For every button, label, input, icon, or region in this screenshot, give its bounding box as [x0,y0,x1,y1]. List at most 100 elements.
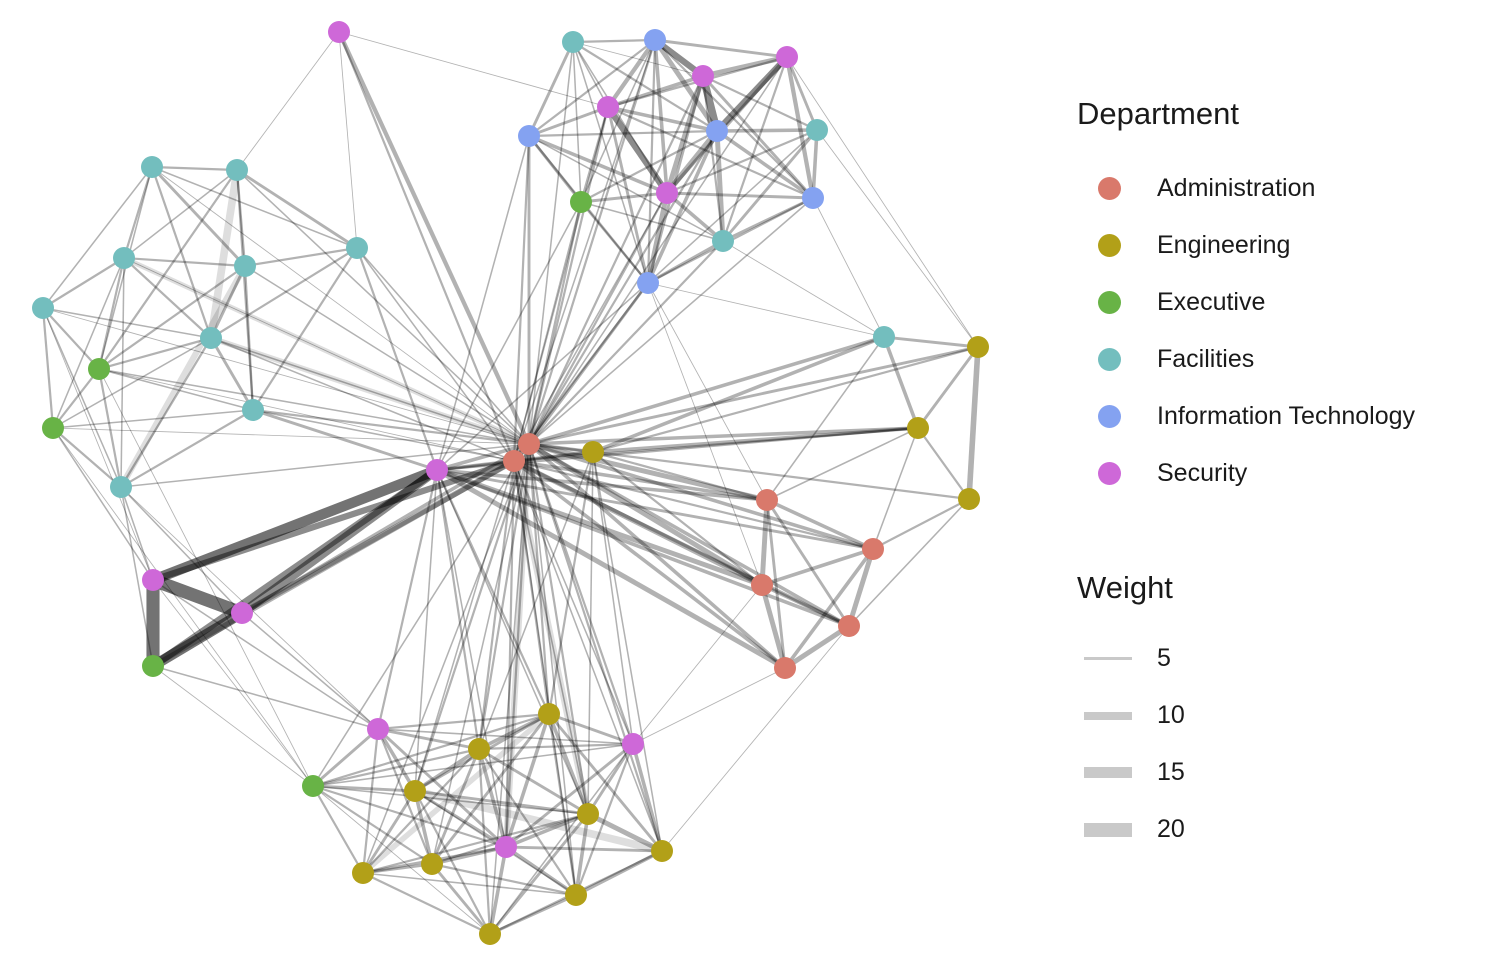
graph-edge [785,56,819,131]
graph-edge [592,451,634,745]
edges-layer [41,31,981,936]
graph-edge [122,166,154,259]
graph-edge [436,468,768,502]
graph-edge [338,31,609,108]
graph-edge [98,368,254,411]
graph-edge [478,451,594,750]
graph-edge [209,337,255,411]
graph-edge [586,811,664,854]
legend-item-information-technology: Information Technology [1075,388,1495,445]
graph-edge [98,368,515,462]
graph-edge [120,486,154,581]
graph-edge [477,443,531,750]
graph-edge [362,862,433,875]
graph-edge [665,55,789,195]
graph-edge [513,460,577,896]
graph-edge [666,128,818,195]
graph-node-engineering [967,336,989,358]
graph-edge [478,748,577,896]
graph-edge [337,31,531,445]
graph-edge [120,443,530,488]
graph-edge [547,713,578,896]
graph-edge [477,748,508,848]
weight-bar-swatch [1084,767,1132,778]
graph-edge [527,443,635,745]
graph-node-administration [756,489,778,511]
graph-edge [653,39,669,194]
graph-edge [312,784,416,793]
graph-edge [528,41,574,445]
graph-edge [338,31,358,249]
graph-node-facilities [141,156,163,178]
graph-edge [123,256,246,268]
graph-edge [572,38,656,44]
graph-node-executive [302,775,324,797]
legend-item-label: Executive [1157,288,1266,316]
graph-edge [436,135,530,471]
graph-edge [414,789,507,849]
graph-edge [414,790,577,896]
graph-edge [152,665,314,787]
graph-edge [235,169,247,267]
graph-edge [413,443,531,792]
graph-edge [436,442,530,472]
graph-node-engineering [538,703,560,725]
graph-edge [151,166,530,445]
graph-node-information-technology [644,29,666,51]
graph-edge [151,166,358,249]
graph-edge [528,39,656,137]
graph-edge [512,460,551,715]
graph-edge [784,56,816,199]
graph-edge [244,265,530,445]
graph-edge [239,466,440,617]
graph-edge [766,336,885,501]
graph-edge [580,201,724,242]
graph-edge [513,460,663,852]
graph-node-facilities [712,230,734,252]
graph-edge [236,31,340,171]
graph-edge [513,282,649,462]
graph-edge [414,460,515,792]
graph-edge [42,307,212,339]
graph-edge [528,130,718,445]
graph-edge [414,469,438,792]
legend-item-label: Information Technology [1157,402,1416,430]
graph-edge [42,307,122,488]
graph-edge [527,443,590,815]
nodes-layer [32,21,989,945]
graph-edge [504,443,531,848]
weight-bar-swatch [1084,822,1132,837]
graph-edge [592,451,663,852]
graph-edge [592,345,979,454]
legend-item-label: Engineering [1157,231,1291,259]
graph-node-administration [503,450,525,472]
graph-node-facilities [200,327,222,349]
legend-item-executive: Executive [1075,274,1495,331]
graph-edge [152,579,314,787]
graph-node-information-technology [637,272,659,294]
weight-item-label: 10 [1157,701,1185,729]
graph-edge [665,191,725,243]
weight-item-label: 20 [1157,815,1185,843]
graph-edge [362,812,589,875]
graph-edge [414,789,589,816]
graph-edge [52,257,125,429]
graph-node-security [656,182,678,204]
graph-edge [646,130,719,284]
graph-node-facilities [226,159,248,181]
graph-node-engineering [468,738,490,760]
graph-edge [846,548,876,627]
graph-edge [355,247,439,471]
graph-edge [252,408,530,446]
weight-item-label: 15 [1157,758,1185,786]
legend-item-administration: Administration [1075,160,1495,217]
graph-edge [244,246,358,268]
graph-edge [513,450,594,463]
graph-edge [647,282,768,501]
graph-edge [489,743,634,935]
graph-node-security [622,733,644,755]
graph-edge [123,257,530,445]
graph-node-administration [838,615,860,637]
department-legend-title: Department [1077,96,1239,131]
